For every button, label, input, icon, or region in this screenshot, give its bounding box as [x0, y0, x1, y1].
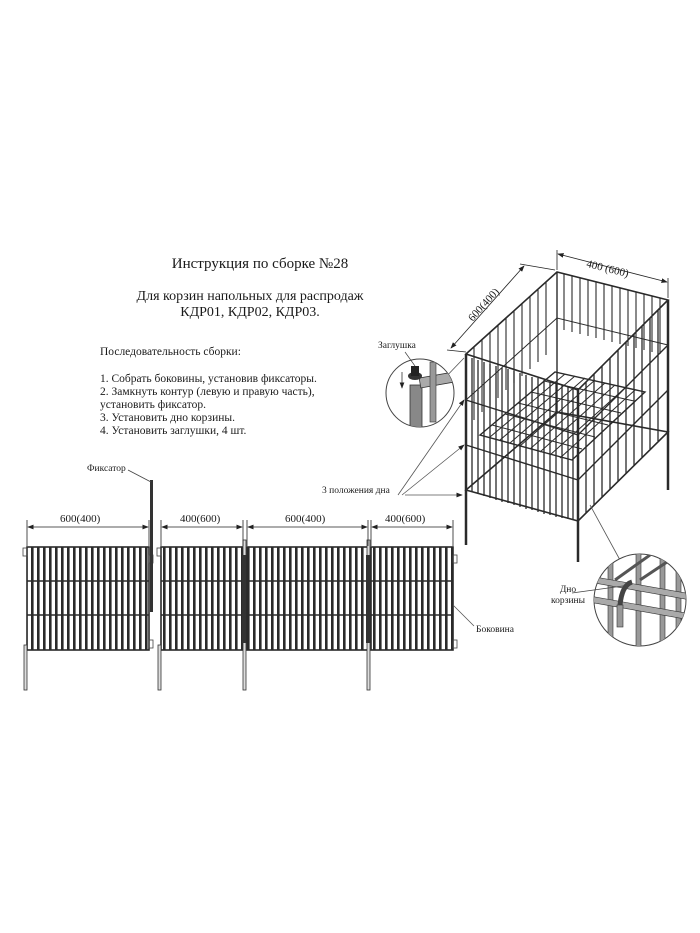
latch-label: Фиксатор: [87, 464, 126, 474]
bottom-detail: [571, 553, 687, 647]
basket-bars-left: [471, 358, 574, 520]
side-panel-3: [246, 539, 371, 691]
side-panel-label: Боковина: [476, 625, 514, 635]
step-3: 3. Установить дно корзины.: [100, 412, 235, 424]
step-1: 1. Собрать боковины, установив фиксаторы…: [100, 373, 317, 385]
side-panel-1: [22, 546, 154, 691]
basket-bottom-label-line1: Дно: [559, 585, 577, 595]
panel-dim-3: 600(400): [285, 513, 326, 525]
leader-lines: [397, 357, 621, 561]
basket-bottom-grid: [478, 371, 647, 461]
plug-label: Заглушка: [378, 341, 416, 351]
sequence-header: Последовательность сборки:: [100, 346, 241, 358]
side-panel-2: [156, 539, 247, 691]
basket-bottom-label: Дно корзины: [550, 585, 586, 607]
step-2-cont: установить фиксатор.: [100, 399, 206, 411]
basket-bottom-label-line2: корзины: [550, 596, 586, 606]
latch-rod: [127, 469, 153, 612]
page-subtitle: Для корзин напольных для распродаж КДР01…: [110, 289, 390, 321]
panel-dim-2: 400(600): [180, 513, 221, 525]
panel-dimensions: [26, 520, 454, 546]
assembly-sequence: Последовательность сборки: 1. Собрать бо…: [100, 346, 317, 438]
bottom-positions-label: 3 положения дна: [322, 486, 390, 496]
panel-dim-4: 400(600): [385, 513, 426, 525]
panel-dim-1: 600(400): [60, 513, 101, 525]
subtitle-line-2: КДР01, КДР02, КДР03.: [180, 305, 320, 320]
side-panel-4: [370, 546, 475, 651]
page-title: Инструкция по сборке №28: [171, 256, 349, 272]
plug-detail: [385, 351, 455, 428]
basket-dimensions: [446, 250, 669, 353]
step-4: 4. Установить заглушки, 4 шт.: [100, 425, 247, 437]
subtitle-line-1: Для корзин напольных для распродаж: [136, 289, 364, 304]
step-2: 2. Замкнуть контур (левую и правую часть…: [100, 386, 315, 398]
